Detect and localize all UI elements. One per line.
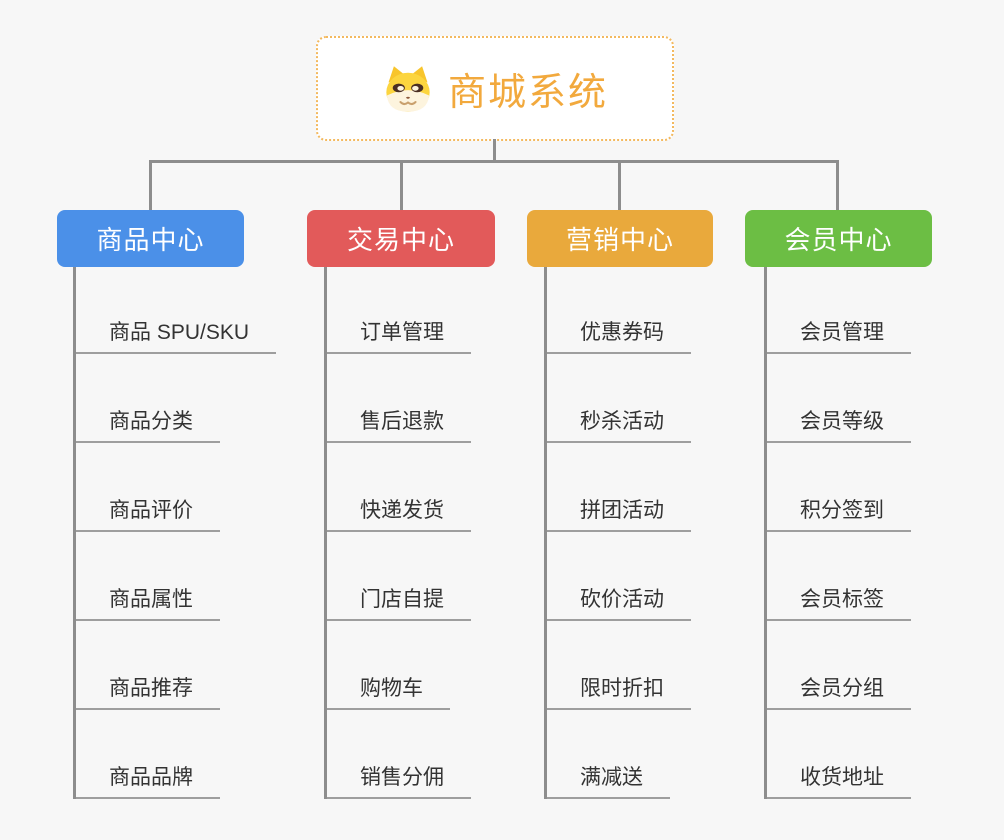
leaf-item[interactable]: 商品推荐 bbox=[76, 621, 220, 710]
shiba-dog-icon bbox=[386, 65, 430, 112]
connector-horizontal-bar bbox=[149, 160, 839, 163]
leaf-item[interactable]: 商品属性 bbox=[76, 532, 220, 621]
leaf-item[interactable]: 会员管理 bbox=[767, 267, 911, 354]
leaf-item[interactable]: 拼团活动 bbox=[547, 443, 691, 532]
leaf-item[interactable]: 商品分类 bbox=[76, 354, 220, 443]
branch-node-member-center[interactable]: 会员中心 bbox=[745, 210, 932, 267]
leaf-item[interactable]: 购物车 bbox=[327, 621, 450, 710]
root-title: 商城系统 bbox=[447, 72, 608, 114]
leaf-item[interactable]: 门店自提 bbox=[327, 532, 471, 621]
leaf-item[interactable]: 商品品牌 bbox=[76, 710, 220, 799]
leaf-item[interactable]: 满减送 bbox=[547, 710, 670, 799]
leaf-column-member: 会员管理 会员等级 积分签到 会员标签 会员分组 收货地址 bbox=[764, 267, 911, 799]
leaf-item[interactable]: 优惠券码 bbox=[547, 267, 691, 354]
leaf-item[interactable]: 订单管理 bbox=[327, 267, 471, 354]
connector-root-stem bbox=[493, 139, 496, 161]
leaf-item[interactable]: 限时折扣 bbox=[547, 621, 691, 710]
branch-node-product-center[interactable]: 商品中心 bbox=[57, 210, 244, 267]
leaf-item[interactable]: 秒杀活动 bbox=[547, 354, 691, 443]
leaf-item[interactable]: 砍价活动 bbox=[547, 532, 691, 621]
leaf-item[interactable]: 商品评价 bbox=[76, 443, 220, 532]
connector-drop-product bbox=[149, 160, 152, 210]
leaf-item[interactable]: 会员标签 bbox=[767, 532, 911, 621]
leaf-item[interactable]: 积分签到 bbox=[767, 443, 911, 532]
leaf-column-marketing: 优惠券码 秒杀活动 拼团活动 砍价活动 限时折扣 满减送 bbox=[544, 267, 691, 799]
connector-drop-trade bbox=[400, 160, 403, 210]
leaf-item[interactable]: 会员等级 bbox=[767, 354, 911, 443]
leaf-item[interactable]: 商品 SPU/SKU bbox=[76, 267, 277, 354]
connector-drop-marketing bbox=[618, 160, 621, 210]
root-node-mall-system[interactable]: 商城系统 bbox=[316, 36, 674, 141]
leaf-column-product: 商品 SPU/SKU 商品分类 商品评价 商品属性 商品推荐 商品品牌 bbox=[73, 267, 277, 799]
branch-node-marketing-center[interactable]: 营销中心 bbox=[527, 210, 713, 267]
leaf-item[interactable]: 售后退款 bbox=[327, 354, 471, 443]
leaf-column-trade: 订单管理 售后退款 快递发货 门店自提 购物车 销售分佣 bbox=[324, 267, 471, 799]
leaf-item[interactable]: 销售分佣 bbox=[327, 710, 471, 799]
connector-drop-member bbox=[836, 160, 839, 210]
leaf-item[interactable]: 收货地址 bbox=[767, 710, 911, 799]
leaf-item[interactable]: 会员分组 bbox=[767, 621, 911, 710]
leaf-item[interactable]: 快递发货 bbox=[327, 443, 471, 532]
branch-node-trade-center[interactable]: 交易中心 bbox=[307, 210, 495, 267]
